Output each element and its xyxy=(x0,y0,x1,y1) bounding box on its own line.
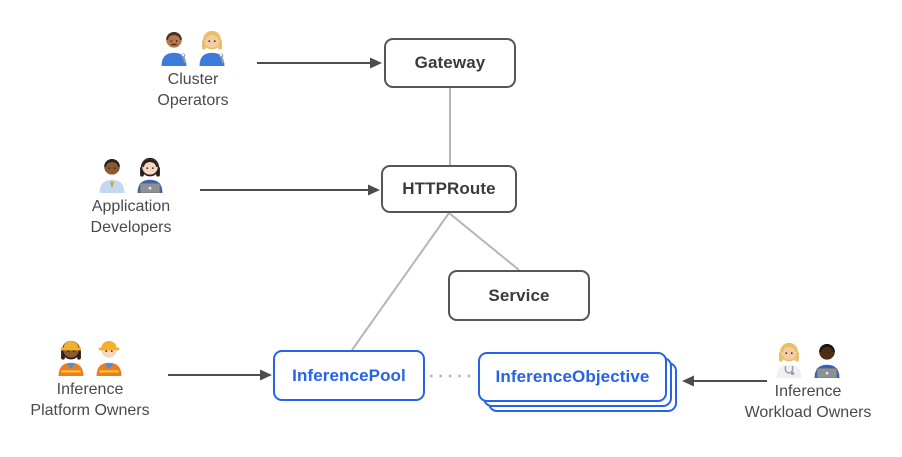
node-gateway: Gateway xyxy=(384,38,516,88)
arrow-application-developers-to-httproute xyxy=(200,184,380,196)
node-httproute: HTTPRoute xyxy=(381,165,517,213)
node-inferencepool: InferencePool xyxy=(273,350,425,401)
inference-workload-owners-emoji-row xyxy=(733,338,883,379)
woman-construction-worker-emoji xyxy=(55,338,87,376)
node-service-label: Service xyxy=(488,285,550,305)
connector-httproute-service xyxy=(448,212,520,271)
inference-platform-owners-emoji-row xyxy=(15,336,165,376)
application-developers-emoji-row xyxy=(56,153,206,194)
actor-cluster-operators: Cluster Operators xyxy=(118,26,268,111)
node-inferenceobjective-label: InferenceObjective xyxy=(495,367,650,386)
node-inferenceobjective: InferenceObjective xyxy=(478,352,667,402)
woman-technologist-emoji xyxy=(134,155,166,194)
cluster-operators-emoji-row xyxy=(118,26,268,66)
arrow-platform-owners-to-inferencepool xyxy=(168,369,272,381)
actor-application-developers-label: Application Developers xyxy=(90,198,172,236)
actor-inference-platform-owners-label: Inference Platform Owners xyxy=(30,381,150,419)
man-technologist-emoji xyxy=(811,340,843,379)
health-worker-emoji xyxy=(773,340,805,378)
actor-inference-workload-owners: Inference Workload Owners xyxy=(733,338,883,423)
woman-mechanic-emoji xyxy=(196,28,228,66)
actor-cluster-operators-label: Cluster Operators xyxy=(157,71,229,109)
connector-httproute-inferencepool xyxy=(351,212,450,351)
node-service: Service xyxy=(448,270,590,321)
man-construction-worker-emoji xyxy=(93,338,125,376)
man-mechanic-emoji xyxy=(158,28,190,66)
node-gateway-label: Gateway xyxy=(414,53,486,72)
actor-application-developers: Application Developers xyxy=(56,153,206,238)
arrow-cluster-operators-to-gateway xyxy=(257,57,382,69)
actor-inference-workload-owners-label: Inference Workload Owners xyxy=(744,383,872,421)
node-httproute-label: HTTPRoute xyxy=(402,179,496,198)
actor-inference-platform-owners: Inference Platform Owners xyxy=(15,336,165,421)
node-inferencepool-label: InferencePool xyxy=(292,365,406,385)
man-office-worker-emoji xyxy=(96,155,128,193)
